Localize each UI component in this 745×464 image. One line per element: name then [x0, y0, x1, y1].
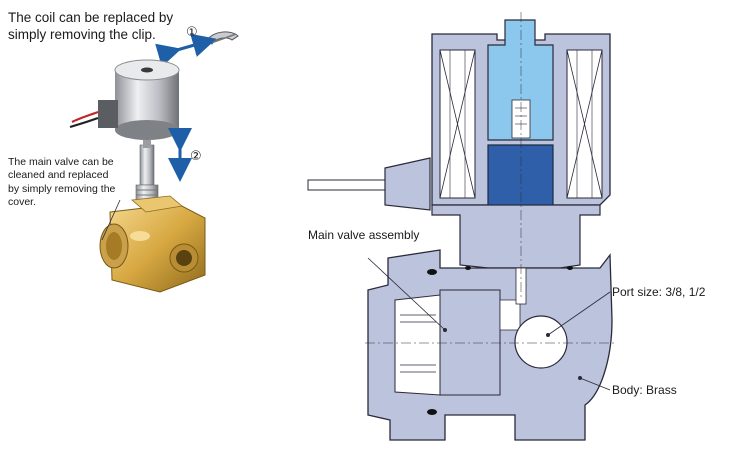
brass-valve-body — [99, 195, 206, 293]
main-valve-note: The main valve can be cleaned and replac… — [8, 156, 116, 209]
main-valve-diaphragm — [439, 289, 501, 396]
coil-part — [69, 59, 180, 140]
fixed-core — [487, 19, 554, 141]
body-leader — [579, 377, 611, 391]
bonnet — [431, 204, 601, 269]
o-ring — [427, 269, 437, 275]
clip-part — [206, 31, 239, 45]
port-size-leader — [547, 291, 611, 336]
step2-marker: ② — [190, 149, 202, 164]
body-material-label: Body: Brass — [612, 383, 677, 397]
main-valve-cover — [394, 294, 441, 396]
port-size-label: Port size: 3/8, 1/2 — [612, 285, 706, 299]
step1-arrow — [155, 33, 217, 67]
step1-marker: ① — [186, 25, 198, 40]
main-valve-assembly-leader — [367, 257, 446, 331]
main-valve-assembly-label: Main valve assembly — [308, 228, 420, 242]
o-ring — [427, 409, 437, 415]
valve-product-illustration: ① ② — [69, 25, 239, 293]
coil-replacement-note: The coil can be replaced by simply remov… — [8, 10, 174, 42]
lead-wire — [307, 179, 386, 191]
port-opening — [514, 315, 568, 369]
main-valve-note-leader — [101, 199, 121, 241]
armature-tube — [135, 140, 159, 202]
lead-grommet — [384, 157, 431, 211]
cross-section-diagram — [307, 12, 615, 441]
